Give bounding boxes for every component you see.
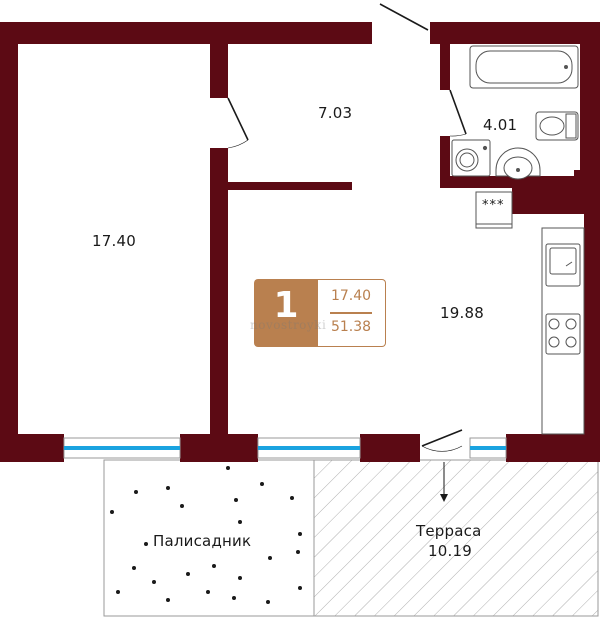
terrace-area	[313, 459, 599, 617]
terrace-arrow-head	[440, 494, 448, 502]
wall-top-right-inner	[580, 40, 584, 190]
bathroom-fixtures	[451, 45, 579, 180]
garden-dot	[290, 496, 294, 500]
terrace-area-label: 10.19	[428, 542, 472, 560]
garden-dot	[134, 490, 138, 494]
wall-bottom-3	[360, 434, 420, 462]
walls	[0, 22, 600, 462]
garden-dot	[238, 576, 242, 580]
garden-dot	[166, 486, 170, 490]
garden-dot	[180, 504, 184, 508]
terrace-door-swing	[421, 445, 463, 452]
wall-top-right	[430, 22, 600, 44]
windows	[63, 437, 507, 459]
bathroom-door-leaf	[449, 89, 467, 135]
bathroom-area-label: 4.01	[483, 116, 518, 134]
doors	[227, 3, 467, 452]
garden-dot	[238, 520, 242, 524]
garden-dot	[226, 466, 230, 470]
garden-dot	[116, 590, 120, 594]
garden-dot	[132, 566, 136, 570]
wall-bathroom-bottom	[440, 176, 584, 188]
fridge	[475, 191, 513, 229]
wall-bedroom-partition-bottom	[210, 148, 228, 436]
garden-label: Палисадник	[153, 532, 252, 550]
garden-dot	[166, 598, 170, 602]
terrace-label: Терраса	[416, 522, 482, 540]
wall-bottom-1	[0, 434, 64, 462]
garden-dot	[212, 564, 216, 568]
garden-dot	[296, 550, 300, 554]
terrace-door-leaf	[421, 429, 463, 447]
badge-total-area: 51.38	[330, 319, 372, 335]
wall-bedroom-partition-top	[210, 40, 228, 98]
apartment-badge: 1 17.40 51.38	[254, 279, 386, 347]
garden-dots	[110, 466, 302, 604]
bedroom-door-leaf	[227, 97, 249, 141]
garden-dot	[234, 498, 238, 502]
wall-top-left	[0, 22, 372, 44]
badge-living-area: 17.40	[330, 288, 372, 304]
badge-rooms-block: 1	[254, 279, 318, 347]
garden-dot	[152, 580, 156, 584]
garden-area	[103, 459, 315, 617]
watermark: novostroyki	[250, 318, 327, 332]
badge-area-block: 17.40 51.38	[318, 279, 386, 347]
garden-dot	[266, 600, 270, 604]
wall-hall-partition	[228, 182, 352, 190]
wall-bathroom-left-top	[440, 40, 450, 90]
garden-dot	[144, 542, 148, 546]
garden-dot	[232, 596, 236, 600]
garden-dot	[206, 590, 210, 594]
garden-dot	[110, 510, 114, 514]
entrance-door-leaf	[379, 3, 429, 31]
wall-bathroom-left-bottom	[440, 136, 450, 186]
wall-bottom-4	[506, 434, 600, 462]
fridge-label: ***	[482, 198, 505, 213]
bedroom-door-swing	[227, 139, 249, 149]
garden-dot	[186, 572, 190, 576]
bathroom-door-swing	[449, 133, 467, 137]
garden-dot	[298, 532, 302, 536]
bedroom-area-label: 17.40	[92, 232, 136, 250]
living-kitchen-area-label: 19.88	[440, 304, 484, 322]
kitchen-fixtures	[475, 191, 585, 435]
garden-dot	[298, 586, 302, 590]
wall-right	[584, 22, 600, 462]
wall-bottom-2	[180, 434, 258, 462]
badge-rooms-count: 1	[273, 285, 299, 326]
garden-dot	[268, 556, 272, 560]
wall-left	[0, 22, 18, 462]
wall-kitchen-niche	[512, 186, 586, 214]
hall-area-label: 7.03	[318, 104, 353, 122]
garden-dot	[260, 482, 264, 486]
badge-divider	[330, 312, 372, 314]
